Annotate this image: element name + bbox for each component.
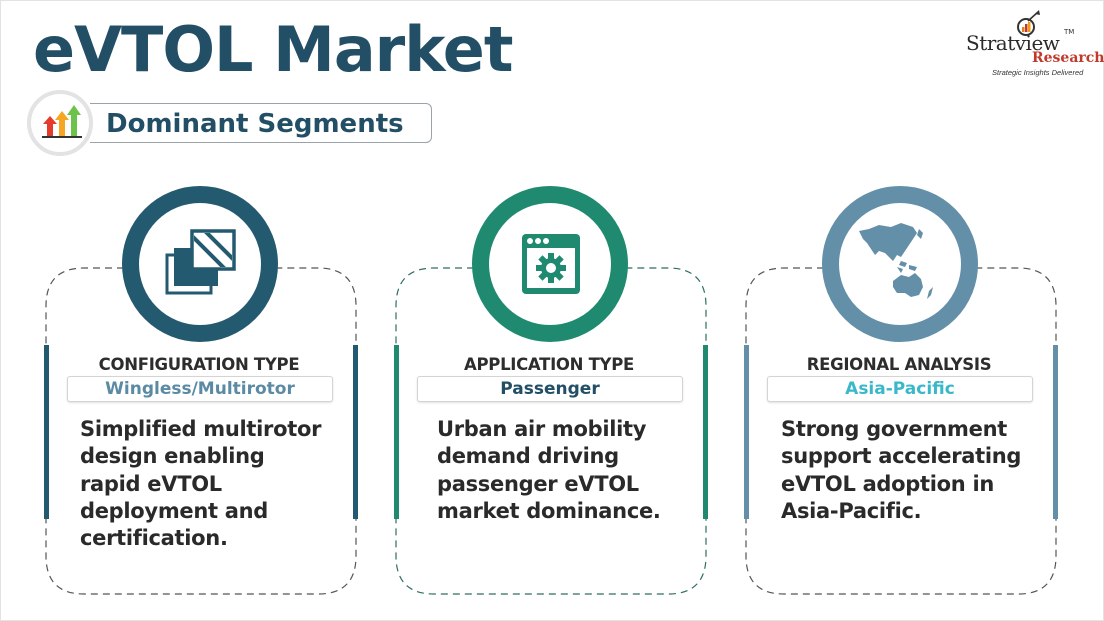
card-side-bar-left <box>44 345 49 519</box>
icon-ring <box>822 186 978 342</box>
card-value: Passenger <box>417 376 683 402</box>
icon-ring <box>472 186 628 342</box>
segments-label: Dominant Segments <box>106 109 404 139</box>
bar-arrows-up-icon <box>42 105 82 138</box>
app-window-gear-icon <box>522 234 580 294</box>
page-title: eVTOL Market <box>33 13 513 86</box>
card-body: Urban air mobility demand driving passen… <box>437 417 661 523</box>
segments-badge-box <box>90 103 432 143</box>
card-side-bar-right <box>353 345 358 519</box>
layered-squares-icon <box>165 229 236 295</box>
logo-research: Research <box>1032 50 1104 66</box>
card-body: Simplified multirotor design enabling ra… <box>80 417 322 551</box>
card-value: Wingless/Multirotor <box>67 376 333 402</box>
card-side-bar-left <box>744 345 749 519</box>
card-dashed-outline <box>745 267 1057 595</box>
logo-tagline: Strategic Insights Delivered <box>992 68 1084 77</box>
magnifier-chart-icon <box>1017 10 1040 36</box>
card-heading: APPLICATION TYPE <box>464 355 634 374</box>
card-side-bar-left <box>394 345 399 519</box>
card-dashed-outline <box>395 267 707 595</box>
segments-badge-icon-circle <box>27 90 93 156</box>
card-heading: CONFIGURATION TYPE <box>98 355 300 374</box>
logo-name: Stratview <box>966 31 1060 55</box>
card-value: Asia-Pacific <box>767 376 1033 402</box>
icon-ring <box>122 186 278 342</box>
card-dashed-outline <box>45 267 357 595</box>
logo-trademark: TM <box>1064 28 1075 36</box>
card-body: Strong government support accelerating e… <box>781 417 1022 523</box>
card-side-bar-right <box>703 345 708 519</box>
card-heading: REGIONAL ANALYSIS <box>806 355 992 374</box>
card-side-bar-right <box>1053 345 1058 519</box>
asia-pacific-map-icon <box>859 223 933 299</box>
stratview-logo: Stratview TM Research Strategic Insights… <box>960 10 1104 80</box>
